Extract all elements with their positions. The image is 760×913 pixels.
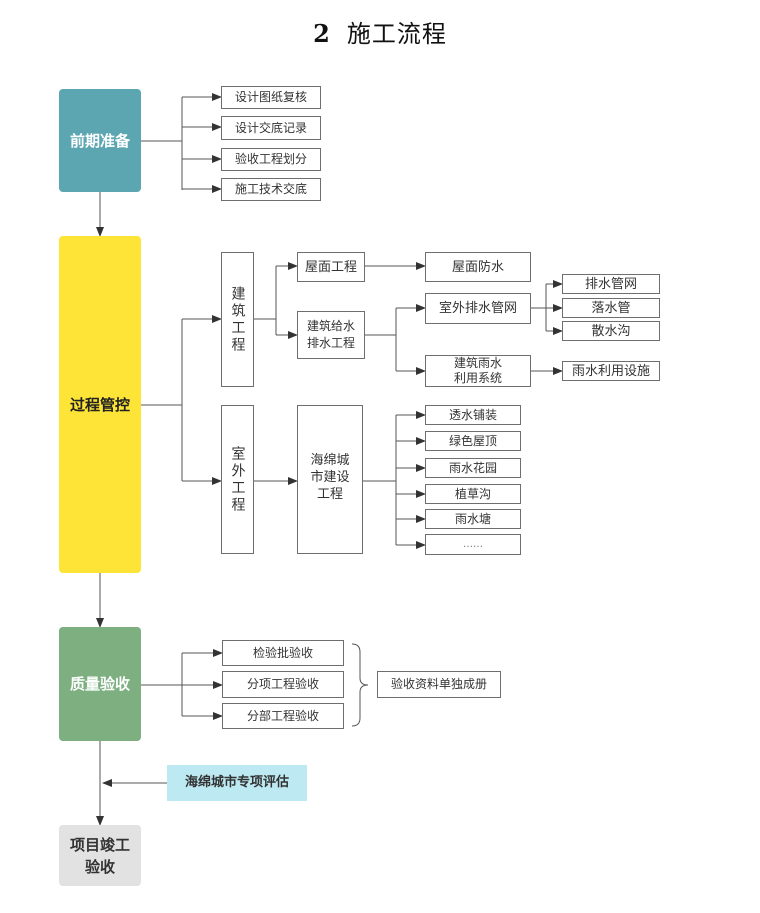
stage-quality-label: 质量验收: [69, 675, 130, 693]
quality-item[interactable]: 分项工程验收: [222, 671, 344, 698]
prep-item[interactable]: 验收工程划分: [221, 148, 321, 171]
prep-item-label: 验收工程划分: [234, 152, 307, 166]
title-text: 施工流程: [346, 20, 447, 48]
roof-works-label: 屋面工程: [304, 259, 357, 275]
page-title: 2 施工流程: [0, 14, 760, 49]
sponge-city-works-label: 海绵城市建设工程: [310, 453, 350, 502]
stage-prep-label: 前期准备: [69, 131, 130, 150]
quality-item-label: 检验批验收: [252, 645, 313, 660]
brace-icon: [351, 643, 369, 727]
outdoor-drain-label: 室外排水管网: [438, 301, 517, 316]
prep-item[interactable]: 施工技术交底: [221, 178, 321, 201]
drain-child-label: 落水管: [591, 300, 631, 316]
outdoor-works[interactable]: 室外工程: [221, 405, 254, 554]
building-works-label: 建筑工程: [229, 285, 246, 354]
water-works[interactable]: 建筑给水排水工程: [297, 311, 365, 359]
rain-facility-label: 雨水利用设施: [571, 363, 650, 379]
stage-process[interactable]: 过程管控: [59, 236, 141, 573]
stage-assessment[interactable]: 海绵城市专项评估: [167, 765, 307, 801]
sponge-item-label: 植草沟: [454, 486, 491, 501]
outdoor-drain[interactable]: 室外排水管网: [425, 293, 531, 324]
roof-waterproof-label: 屋面防水: [451, 259, 504, 275]
quality-item-label: 分项工程验收: [246, 677, 319, 691]
rain-system-label: 建筑雨水利用系统: [453, 356, 502, 385]
prep-item-label: 设计图纸复核: [234, 90, 307, 104]
rain-facility[interactable]: 雨水利用设施: [562, 361, 660, 381]
building-works[interactable]: 建筑工程: [221, 252, 254, 387]
sponge-item[interactable]: 雨水塘: [425, 509, 521, 529]
drain-child[interactable]: 排水管网: [562, 274, 660, 294]
sponge-item[interactable]: 透水铺装: [425, 405, 521, 425]
prep-item[interactable]: 设计交底记录: [221, 116, 321, 140]
quality-result-label: 验收资料单独成册: [390, 677, 487, 691]
stage-process-label: 过程管控: [69, 395, 130, 414]
sponge-item-label: 雨水花园: [448, 460, 497, 475]
prep-item-label: 施工技术交底: [234, 182, 307, 196]
sponge-item-label: 绿色屋顶: [448, 433, 497, 448]
outdoor-works-label: 室外工程: [229, 445, 246, 514]
quality-result[interactable]: 验收资料单独成册: [377, 671, 501, 698]
drain-child[interactable]: 散水沟: [562, 321, 660, 341]
drain-child-label: 散水沟: [591, 323, 631, 339]
rain-system[interactable]: 建筑雨水利用系统: [425, 355, 531, 387]
title-number: 2: [313, 19, 331, 48]
quality-item[interactable]: 分部工程验收: [222, 703, 344, 729]
stage-prep[interactable]: 前期准备: [59, 89, 141, 192]
sponge-item[interactable]: 雨水花园: [425, 458, 521, 478]
prep-item-label: 设计交底记录: [234, 120, 307, 135]
drain-child[interactable]: 落水管: [562, 298, 660, 318]
sponge-item[interactable]: 植草沟: [425, 484, 521, 504]
stage-assessment-label: 海绵城市专项评估: [184, 775, 289, 790]
quality-item[interactable]: 检验批验收: [222, 640, 344, 666]
sponge-item-label: 雨水塘: [454, 511, 491, 526]
quality-item-label: 分部工程验收: [246, 708, 319, 723]
sponge-item[interactable]: ……: [425, 534, 521, 555]
sponge-item[interactable]: 绿色屋顶: [425, 431, 521, 451]
prep-item[interactable]: 设计图纸复核: [221, 86, 321, 109]
stage-final-label: 项目竣工验收: [69, 835, 130, 876]
sponge-item-label: 透水铺装: [448, 407, 497, 422]
sponge-item-label: ……: [463, 539, 483, 550]
sponge-city-works[interactable]: 海绵城市建设工程: [297, 405, 363, 554]
roof-works[interactable]: 屋面工程: [297, 252, 365, 282]
stage-final[interactable]: 项目竣工验收: [59, 825, 141, 886]
drain-child-label: 排水管网: [584, 276, 637, 292]
stage-quality[interactable]: 质量验收: [59, 627, 141, 741]
water-works-label: 建筑给水排水工程: [306, 319, 355, 350]
roof-waterproof[interactable]: 屋面防水: [425, 252, 531, 282]
